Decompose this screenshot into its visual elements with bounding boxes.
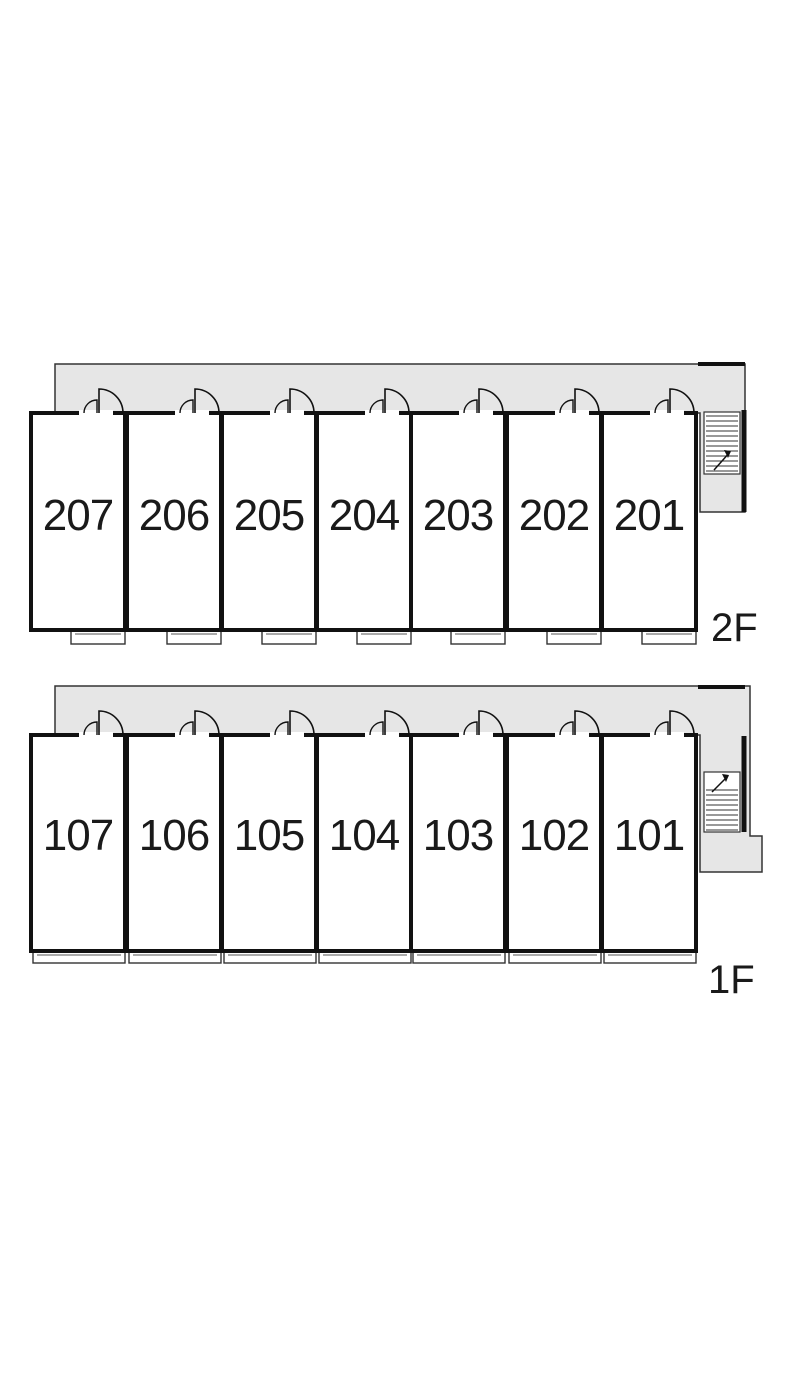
balcony [261, 629, 317, 645]
unit-number: 104 [329, 811, 400, 860]
unit-104: 104 [315, 710, 413, 953]
door-opening [650, 410, 684, 416]
side-door-swing [179, 721, 194, 736]
unit-number: 101 [614, 811, 684, 860]
unit-106: 106 [125, 710, 223, 953]
door-opening [175, 410, 209, 416]
door-swing [194, 710, 220, 736]
door-swing [478, 710, 504, 736]
unit-201: 201 [600, 388, 698, 632]
door-opening [175, 732, 209, 738]
unit-102: 102 [505, 710, 603, 953]
door-swing [384, 388, 410, 414]
door-swing [98, 388, 124, 414]
unit-number: 203 [423, 491, 493, 540]
unit-box [600, 733, 698, 953]
door-swing [384, 710, 410, 736]
unit-207: 207 [29, 388, 127, 632]
door-opening [555, 732, 589, 738]
unit-box [409, 411, 507, 632]
side-door-swing [83, 721, 98, 736]
door-opening [79, 732, 113, 738]
door-opening [459, 732, 493, 738]
side-door-swing [559, 399, 574, 414]
unit-number: 201 [614, 491, 684, 540]
balcony [356, 629, 412, 645]
unit-number: 206 [139, 491, 209, 540]
floor-2f: 207 206 205 204 203 202 201 2F [29, 362, 758, 650]
door-swing [574, 710, 600, 736]
unit-box [505, 733, 603, 953]
balcony [641, 629, 697, 645]
unit-box [220, 733, 318, 953]
side-door-swing [463, 721, 478, 736]
unit-box [125, 733, 223, 953]
side-door-swing [463, 399, 478, 414]
unit-box [29, 733, 127, 953]
unit-box [600, 411, 698, 632]
unit-number: 106 [139, 811, 209, 860]
unit-number: 204 [329, 491, 400, 540]
unit-202: 202 [505, 388, 603, 632]
side-door-swing [274, 721, 289, 736]
door-opening [270, 410, 304, 416]
unit-number: 103 [423, 811, 493, 860]
unit-103: 103 [409, 710, 507, 953]
floor-1f: 107 106 105 104 103 102 101 1F [29, 685, 763, 1002]
side-door-swing [179, 399, 194, 414]
side-door-swing [654, 399, 669, 414]
door-swing [98, 710, 124, 736]
door-swing [194, 388, 220, 414]
side-door-swing [369, 399, 384, 414]
balcony [546, 629, 602, 645]
staircase-2f [703, 411, 741, 475]
side-door-swing [654, 721, 669, 736]
floor-label-2f: 2F [711, 606, 758, 650]
unit-206: 206 [125, 388, 223, 632]
door-opening [650, 732, 684, 738]
unit-number: 205 [234, 491, 304, 540]
unit-203: 203 [409, 388, 507, 632]
door-swing [289, 710, 315, 736]
unit-number: 207 [43, 491, 113, 540]
door-swing [478, 388, 504, 414]
door-swing [669, 710, 695, 736]
side-door-swing [369, 721, 384, 736]
unit-107: 107 [29, 710, 127, 953]
door-opening [79, 410, 113, 416]
unit-205: 205 [220, 388, 318, 632]
door-opening [365, 732, 399, 738]
unit-105: 105 [220, 710, 318, 953]
unit-box [409, 733, 507, 953]
side-door-swing [83, 399, 98, 414]
door-swing [669, 388, 695, 414]
staircase-1f [703, 771, 741, 833]
unit-number: 102 [519, 811, 589, 860]
door-opening [555, 410, 589, 416]
door-swing [574, 388, 600, 414]
door-opening [270, 732, 304, 738]
unit-box [125, 411, 223, 632]
door-opening [365, 410, 399, 416]
unit-box [220, 411, 318, 632]
balcony [450, 629, 506, 645]
balcony [70, 629, 126, 645]
unit-number: 107 [43, 811, 113, 860]
unit-number: 105 [234, 811, 304, 860]
floor-label-1f: 1F [708, 958, 755, 1002]
unit-204: 204 [315, 388, 413, 632]
door-swing [289, 388, 315, 414]
side-door-swing [559, 721, 574, 736]
balcony [166, 629, 222, 645]
unit-101: 101 [600, 710, 698, 953]
unit-box [505, 411, 603, 632]
door-opening [459, 410, 493, 416]
side-door-swing [274, 399, 289, 414]
unit-number: 202 [519, 491, 589, 540]
